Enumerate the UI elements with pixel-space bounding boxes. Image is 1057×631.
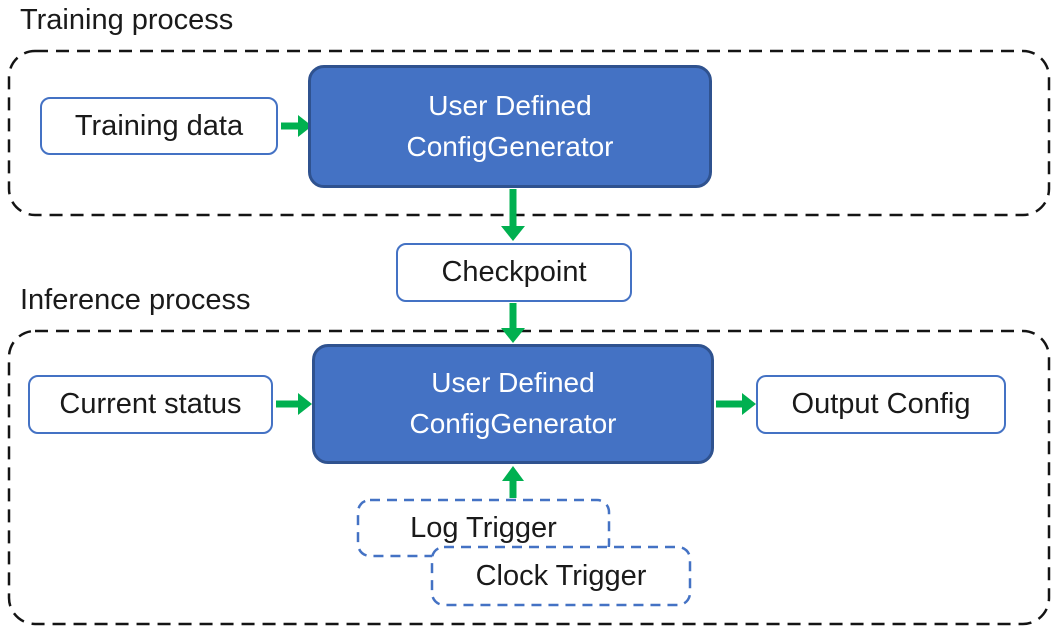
output-config-node: Output Config [756,375,1006,434]
checkpoint-node: Checkpoint [396,243,632,302]
training-data-node: Training data [40,97,278,155]
inference-process-label: Inference process [20,284,251,316]
arrow-checkpoint-to-generator [501,303,525,343]
clock-trigger-label: Clock Trigger [475,559,647,592]
log-trigger-label: Log Trigger [410,511,557,544]
training-process-label: Training process [20,4,234,36]
training-process-container [7,49,1051,217]
arrow-training-data-to-generator [281,115,312,137]
arrow-log-trigger-to-generator [502,466,524,498]
arrow-current-status-to-generator [276,393,312,415]
arrow-generator-to-checkpoint [501,189,525,241]
current-status-node: Current status [28,375,273,434]
arrow-generator-to-output-config [716,393,756,415]
clock-trigger-box [430,545,692,607]
inference-config-generator-node: User Defined ConfigGenerator [312,344,714,464]
inference-process-container [7,329,1051,626]
training-config-generator-node: User Defined ConfigGenerator [308,65,712,188]
